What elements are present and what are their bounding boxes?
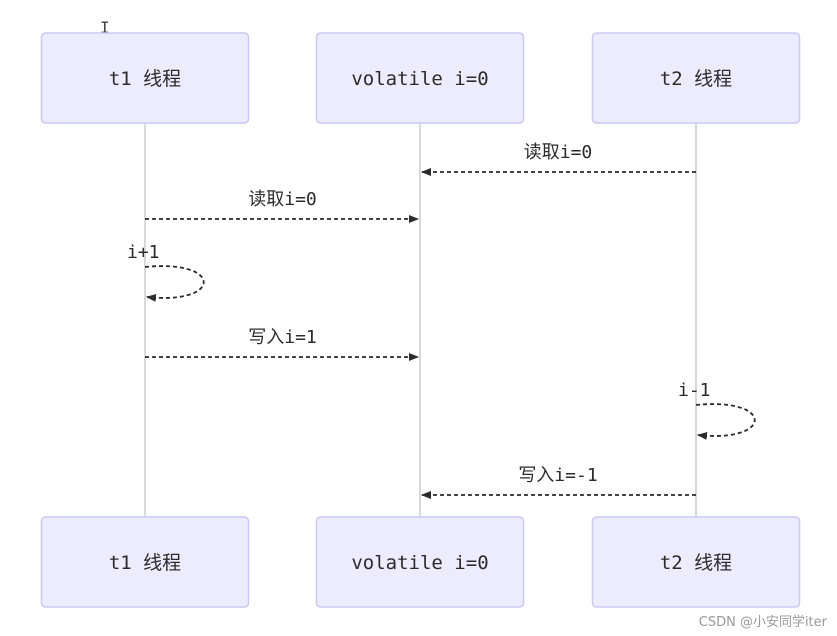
message-0: 读取i=0 (421, 142, 696, 176)
participant-box (591, 516, 801, 608)
participant-t1-top: t1 线程 (40, 32, 250, 124)
participant-t2-bottom: t2 线程 (591, 516, 801, 608)
participant-t1-bottom: t1 线程 (40, 516, 250, 608)
text-cursor-icon: I (100, 18, 110, 37)
message-1: 读取i=0 (145, 189, 419, 223)
participant-box (40, 32, 250, 124)
message-label: 读取i=0 (524, 142, 593, 163)
participant-vol-top: volatile i=0 (315, 32, 525, 124)
participant-label: volatile i=0 (351, 552, 488, 574)
watermark-text: CSDN @小安同学iter (698, 615, 827, 630)
self-message-arrow (695, 403, 756, 440)
participant-vol-bottom: volatile i=0 (315, 516, 525, 608)
participant-label: volatile i=0 (351, 68, 488, 90)
message-4: i-1 (678, 380, 756, 440)
message-label: 写入i=-1 (518, 465, 597, 486)
participant-label: t1 线程 (109, 68, 181, 90)
message-5: 写入i=-1 (421, 465, 696, 499)
self-message-arrow (144, 265, 205, 302)
participant-label: t1 线程 (109, 552, 181, 574)
participant-label: t2 线程 (660, 552, 732, 574)
message-3: 写入i=1 (145, 327, 419, 361)
participant-box (40, 516, 250, 608)
message-label: i+1 (127, 242, 160, 263)
participant-box (315, 516, 525, 608)
message-label: i-1 (678, 380, 711, 401)
message-label: 读取i=0 (248, 189, 317, 210)
message-2: i+1 (127, 242, 205, 302)
participant-t2-top: t2 线程 (591, 32, 801, 124)
participant-box (591, 32, 801, 124)
participant-label: t2 线程 (660, 68, 732, 90)
message-label: 写入i=1 (248, 327, 317, 348)
participant-box (315, 32, 525, 124)
